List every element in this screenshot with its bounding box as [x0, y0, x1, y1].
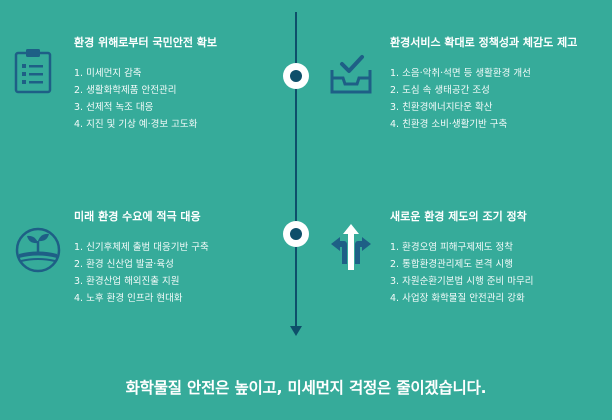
- sprout-globe-icon: [14, 226, 62, 274]
- section-title: 환경 위해로부터 국민안전 확보: [74, 36, 218, 49]
- directional-arrows-icon: [328, 222, 374, 272]
- section-list: 1. 소음·악취·석면 등 생활환경 개선 2. 도심 속 생태공간 조성 3.…: [390, 65, 577, 133]
- list-item: 2. 통합환경관리제도 본격 시행: [390, 259, 514, 270]
- list-item: 4. 지진 및 기상 예·경보 고도화: [74, 119, 198, 130]
- section-title: 환경서비스 확대로 정책성과 체감도 제고: [390, 36, 578, 49]
- section-title: 새로운 환경 제도의 조기 정착: [390, 210, 527, 223]
- timeline-node-bottom: [283, 221, 309, 247]
- list-item: 4. 노후 환경 인프라 현대화: [74, 293, 183, 304]
- list-item: 2. 도심 속 생태공간 조성: [390, 85, 490, 96]
- timeline-node-top: [283, 63, 309, 89]
- timeline-arrow-icon: [290, 326, 302, 336]
- inbox-check-icon: [328, 54, 374, 96]
- section-list: 1. 환경오염 피해구제제도 정착 2. 통합환경관리제도 본격 시행 3. 자…: [390, 239, 534, 307]
- list-item: 2. 생활화학제품 안전관리: [74, 85, 177, 96]
- timeline-line: [295, 12, 297, 330]
- clipboard-checklist-icon: [14, 48, 52, 94]
- section-list: 1. 미세먼지 감축 2. 생활화학제품 안전관리 3. 선제적 녹조 대응 4…: [74, 65, 217, 133]
- list-item: 1. 신기후체제 출범 대응기반 구축: [74, 242, 209, 253]
- section-future-demand: 미래 환경 수요에 적극 대응 1. 신기후체제 출범 대응기반 구축 2. 환…: [74, 208, 209, 307]
- section-public-safety: 환경 위해로부터 국민안전 확보 1. 미세먼지 감축 2. 생활화학제품 안전…: [74, 34, 217, 133]
- list-item: 3. 자원순환기본법 시행 준비 마무리: [390, 276, 534, 287]
- list-item: 3. 선제적 녹조 대응: [74, 102, 154, 113]
- section-environment-service: 환경서비스 확대로 정책성과 체감도 제고 1. 소음·악취·석면 등 생활환경…: [390, 34, 577, 133]
- list-item: 4. 친환경 소비·생활기반 구축: [390, 119, 508, 130]
- list-item: 1. 환경오염 피해구제제도 정착: [390, 242, 514, 253]
- list-item: 4. 사업장 화학물질 안전관리 강화: [390, 293, 525, 304]
- section-title: 미래 환경 수요에 적극 대응: [74, 210, 201, 223]
- list-item: 3. 환경산업 해외진출 지원: [74, 276, 180, 287]
- list-item: 1. 미세먼지 감축: [74, 68, 142, 79]
- list-item: 3. 친환경에너지타운 확산: [390, 102, 493, 113]
- footer-slogan: 화학물질 안전은 높이고, 미세먼지 걱정은 줄이겠습니다.: [125, 379, 487, 397]
- section-new-systems: 새로운 환경 제도의 조기 정착 1. 환경오염 피해구제제도 정착 2. 통합…: [390, 208, 534, 307]
- section-list: 1. 신기후체제 출범 대응기반 구축 2. 환경 신산업 발굴·육성 3. 환…: [74, 239, 209, 307]
- list-item: 1. 소음·악취·석면 등 생활환경 개선: [390, 68, 531, 79]
- list-item: 2. 환경 신산업 발굴·육성: [74, 259, 174, 270]
